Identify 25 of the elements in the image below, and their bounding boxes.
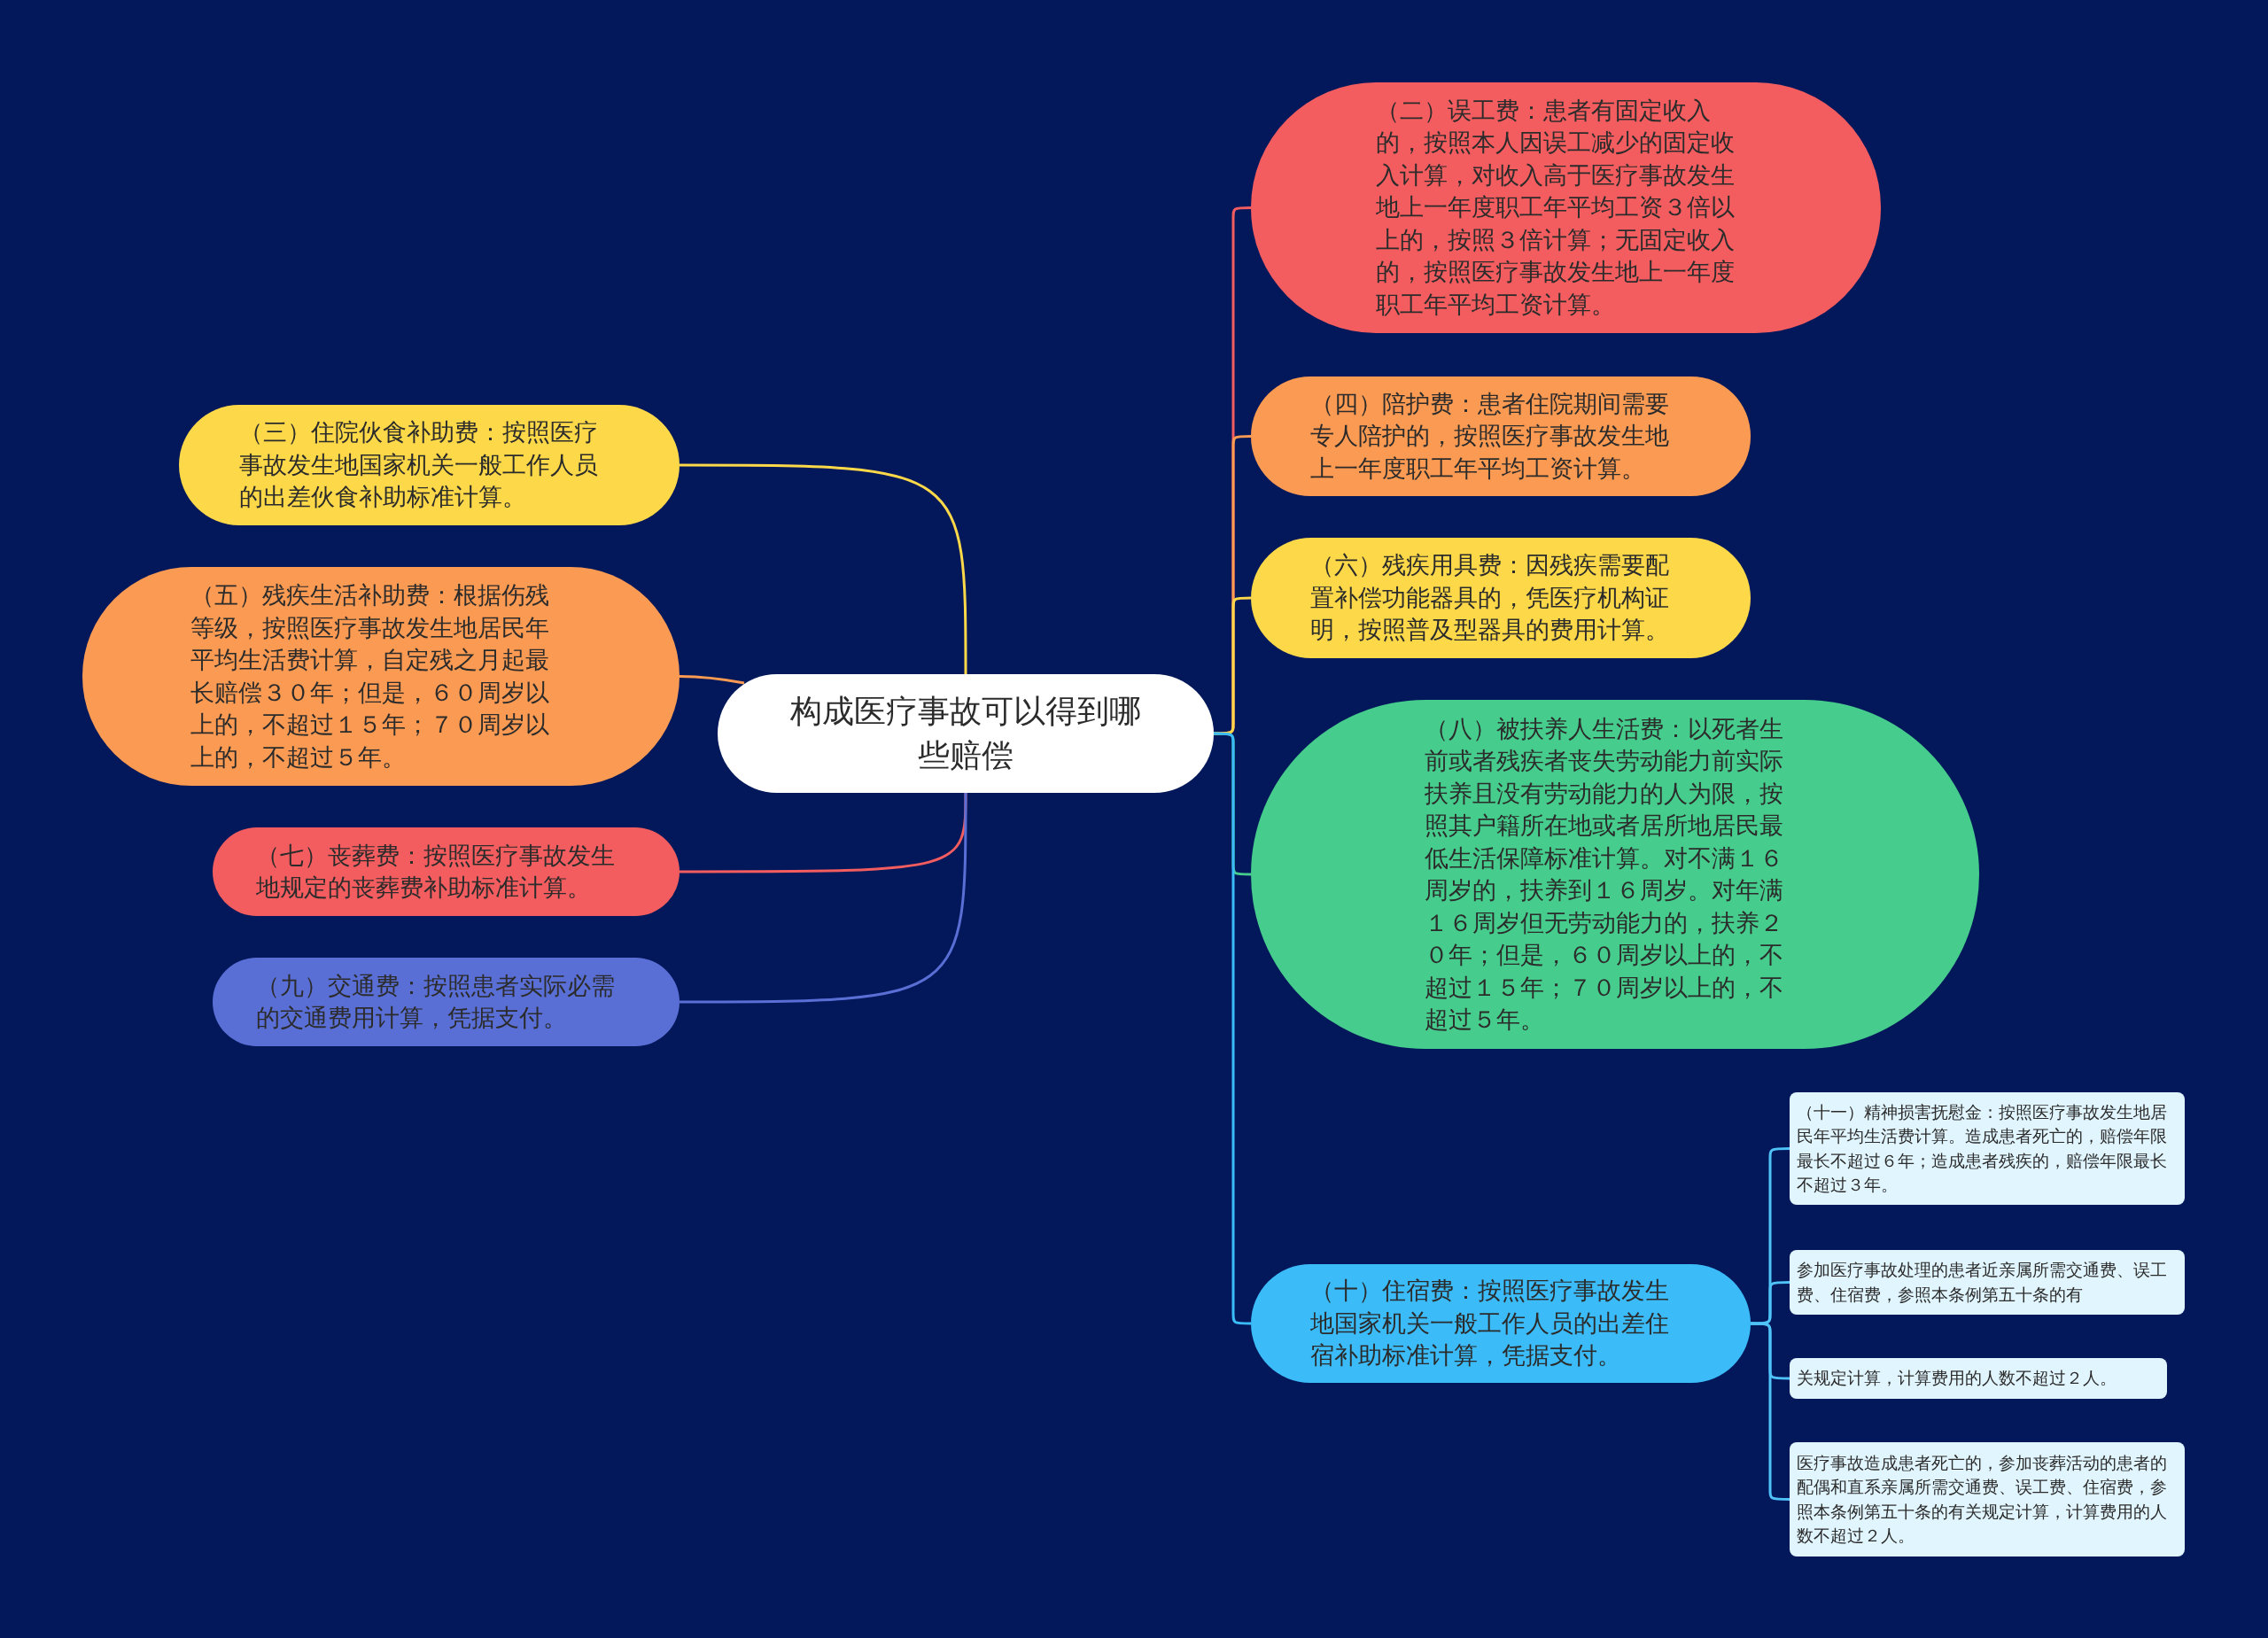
- node-text: （二）误工费：患者有固定收入的，按照本人因误工减少的固定收入计算，对收入高于医疗事故发生地上一年度职工年平均工资３倍以上的，按照３倍计算；无固定收入的，按照医疗事故发生地上一年度职工年平均工资计算。: [1375, 95, 1736, 320]
- note-box: [1790, 1358, 2167, 1399]
- connector-line: [680, 793, 967, 1004]
- node-text: 构成医疗事故可以得到哪些赔偿: [789, 692, 1142, 775]
- node-text: （六）残疾用具费：因残疾需要配置补偿功能器具的，凭医疗机构证明，按照普及型器具的费用计算。: [1310, 550, 1670, 646]
- node-text: 参加医疗事故处理的患者近亲属所需交通费、误工费、住宿费，参照本条例第五十条的有: [1797, 1259, 2168, 1306]
- note-box: [1790, 1442, 2185, 1556]
- node-text: （八）被扶养人生活费：以死者生前或者残疾者丧失劳动能力前实际扶养且没有劳动能力的人为限，按照其户籍所在地或者居所地居民最低生活保障标准计算。对不满１６周岁的，扶养到１６周岁。对年满１６周岁但无劳动能力的，扶养２０年；但是，６０周岁以上的，不超过１５年；７０周岁以上的，不超过５年。: [1425, 713, 1784, 1035]
- node-text: （四）陪护费：患者住院期间需要专人陪护的，按照医疗事故发生地上一年度职工年平均工资计算。: [1310, 388, 1670, 484]
- node-text: 关规定计算，计算费用的人数不超过２人。: [1797, 1367, 2117, 1390]
- node-text: （十）住宿费：按照医疗事故发生地国家机关一般工作人员的出差住宿补助标准计算，凭据支付。: [1310, 1276, 1670, 1371]
- node-text: （三）住院伙食补助费：按照医疗事故发生地国家机关一般工作人员的出差伙食补助标准计算。: [238, 417, 599, 513]
- connector-line: [1214, 732, 1251, 1325]
- node-text: （十一）精神损害抚慰金：按照医疗事故发生地居民年平均生活费计算。造成患者死亡的，赔偿年限最长不超过６年；造成患者残疾的，赔偿年限最长不超过３年。: [1797, 1100, 2168, 1196]
- connector-line: [1214, 596, 1251, 735]
- connector-line: [1751, 1322, 1790, 1501]
- note-box: [1790, 1092, 2185, 1205]
- node-text: （五）残疾生活补助费：根据伤残等级，按照医疗事故发生地居民年平均生活费计算，自定残之月起最长赔偿３０年；但是，６０周岁以上的，不超过１５年；７０周岁以上的，不超过５年。: [190, 580, 550, 772]
- connector-line: [680, 463, 967, 674]
- node-text: （七）丧葬费：按照医疗事故发生地规定的丧葬费补助标准计算。: [255, 840, 616, 903]
- node-text: 医疗事故造成患者死亡的，参加丧葬活动的患者的配偶和直系亲属所需交通费、误工费、住宿费，参照本条例第五十条的有关规定计算，计算费用的人数不超过２人。: [1797, 1451, 2168, 1547]
- note-box: [1790, 1250, 2185, 1315]
- node-text: （九）交通费：按照患者实际必需的交通费用计算，凭据支付。: [255, 970, 616, 1033]
- connector-line: [1751, 1281, 1790, 1325]
- connector-line: [680, 675, 745, 685]
